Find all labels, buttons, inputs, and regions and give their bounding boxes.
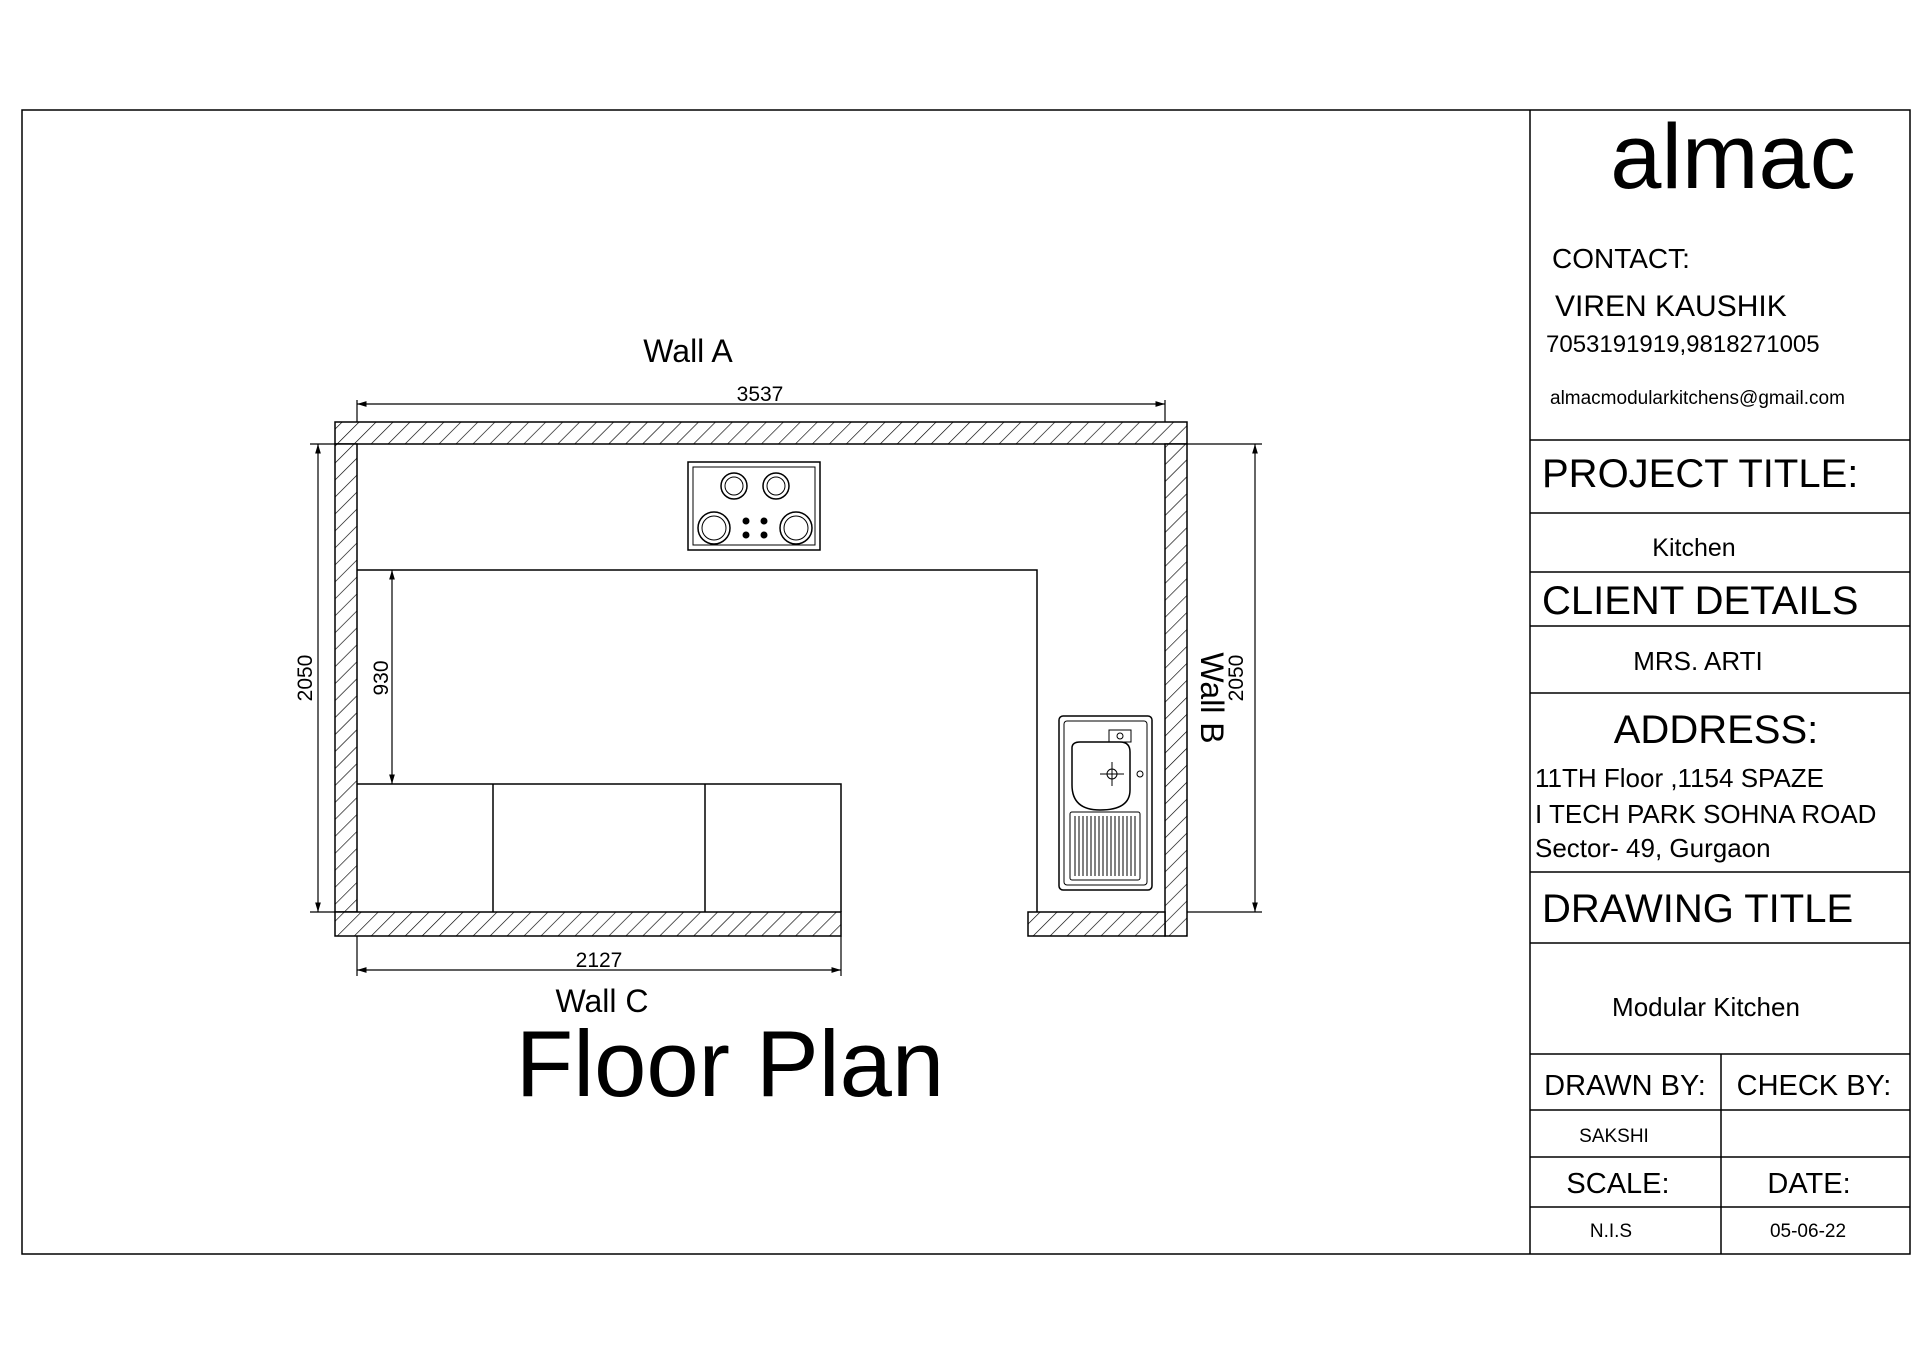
- project-title: Kitchen: [1652, 534, 1735, 562]
- date-value: 05-06-22: [1770, 1221, 1846, 1242]
- address-line2: I TECH PARK SOHNA ROAD: [1535, 799, 1876, 829]
- dim-right-height: 2050: [1225, 655, 1248, 702]
- sheet-border: [21, 109, 1911, 1255]
- drawing-title-heading: DRAWING TITLE: [1542, 887, 1853, 931]
- wall-b-return: [1027, 911, 1166, 937]
- project-title-heading: PROJECT TITLE:: [1542, 452, 1858, 496]
- hob-icon: [687, 461, 821, 551]
- dim-left-height: 2050: [294, 655, 317, 702]
- address-line1: 11TH Floor ,1154 SPAZE: [1535, 763, 1824, 793]
- drawn-by-heading: DRAWN BY:: [1544, 1070, 1706, 1102]
- title-block: almac CONTACT: VIREN KAUSHIK 7053191919,…: [1530, 106, 1910, 1254]
- client-heading: CLIENT DETAILS: [1542, 579, 1858, 623]
- floor-plan: Wall A 3537 2050 930 2050 Wall B 2127 Wa…: [294, 333, 1262, 1116]
- wall-b: [1164, 443, 1188, 937]
- contact-email: almacmodularkitchens@gmail.com: [1550, 388, 1845, 409]
- wall-left: [334, 443, 358, 913]
- client-name: MRS. ARTI: [1633, 646, 1763, 676]
- contact-name: VIREN KAUSHIK: [1555, 290, 1787, 323]
- counter-wall-a: [357, 569, 1038, 912]
- address-line3: Sector- 49, Gurgaon: [1535, 833, 1771, 863]
- dim-wall-a: 3537: [737, 383, 784, 406]
- check-by-heading: CHECK BY:: [1737, 1070, 1892, 1102]
- contact-heading: CONTACT:: [1552, 243, 1690, 274]
- counter-wall-c: [357, 783, 842, 912]
- date-heading: DATE:: [1767, 1168, 1850, 1200]
- scale-value: N.I.S: [1590, 1221, 1632, 1242]
- drawn-by: SAKSHI: [1579, 1126, 1649, 1147]
- wall-c: [334, 911, 842, 937]
- wall-b-label: Wall B: [1194, 652, 1230, 743]
- plan-title: Floor Plan: [516, 1011, 944, 1116]
- dim-counter-depth: 930: [370, 660, 393, 695]
- dimension-lines: [310, 400, 1262, 976]
- wall-a: [334, 421, 1188, 445]
- drawing-title: Modular Kitchen: [1612, 992, 1800, 1022]
- dim-wall-c: 2127: [576, 949, 623, 972]
- wall-c-label: Wall C: [555, 983, 648, 1019]
- wall-a-label: Wall A: [643, 333, 733, 369]
- contact-phones: 7053191919,9818271005: [1546, 331, 1820, 358]
- scale-heading: SCALE:: [1566, 1168, 1669, 1200]
- brand-logo: almac: [1610, 106, 1855, 208]
- address-heading: ADDRESS:: [1614, 708, 1819, 752]
- sink-icon: [1058, 715, 1153, 891]
